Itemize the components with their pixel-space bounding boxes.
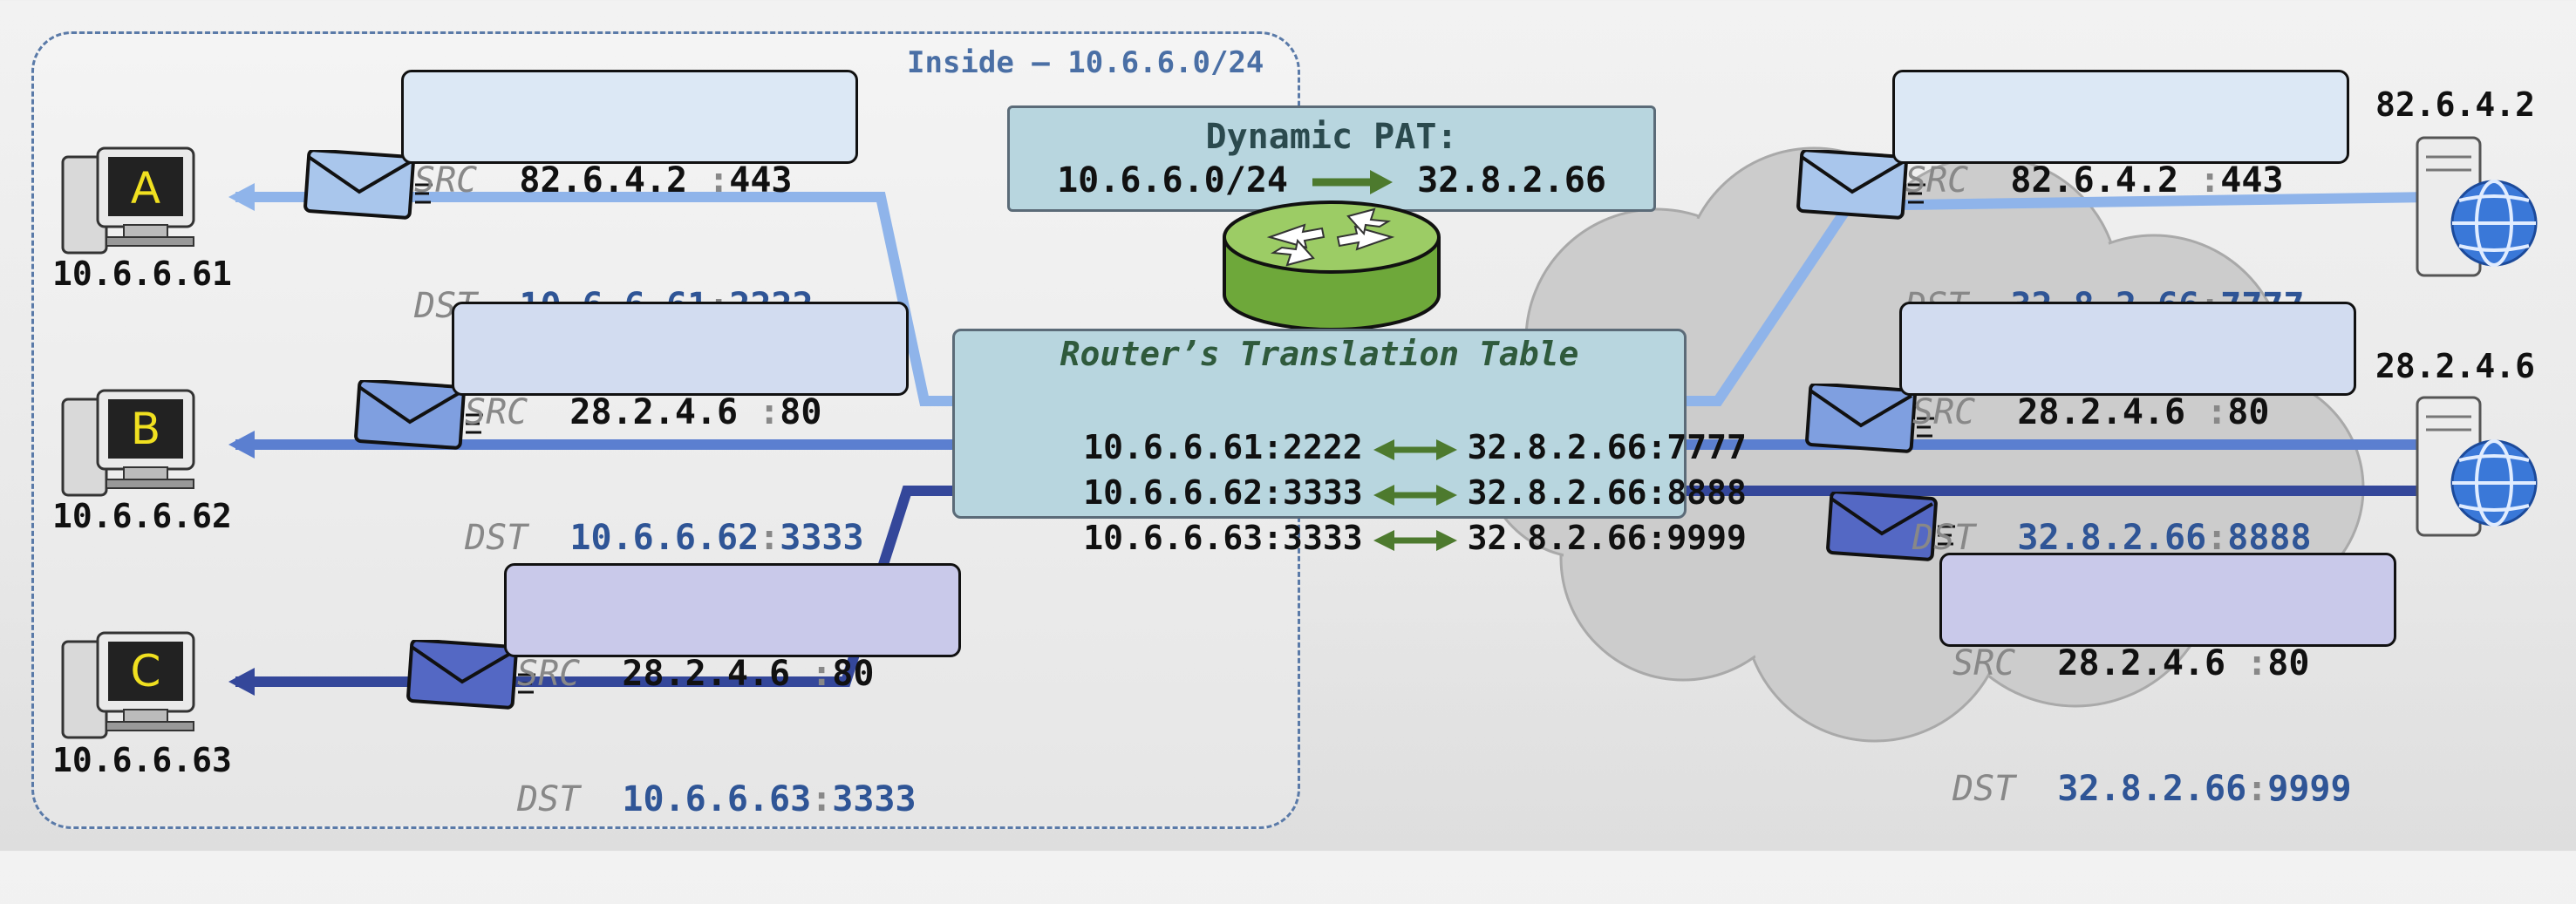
envelope-icon bbox=[354, 380, 483, 450]
nat-pat-diagram: Inside – 10.6.6.0/24 A 10.6.6.61 B 10.6.… bbox=[31, 31, 2538, 829]
envelope-icon bbox=[1826, 492, 1955, 561]
packet-header-a-inside: SRC 82.6.4.2 :443 DST 10.6.6.61:2222 bbox=[401, 70, 858, 326]
translation-outside: 32.8.2.66:9999 bbox=[1467, 519, 1747, 557]
translation-row: 10.6.6.63:3333 32.8.2.66:9999 bbox=[964, 472, 1747, 557]
inside-network-label: Inside – 10.6.6.0/24 bbox=[907, 45, 1264, 80]
flow-line-a-inside bbox=[235, 192, 954, 406]
translation-row: 10.6.6.62:3333 32.8.2.66:8888 bbox=[964, 427, 1747, 512]
arrowhead-a bbox=[228, 183, 255, 211]
web-server-icon bbox=[2416, 136, 2538, 277]
bidirectional-arrow-icon bbox=[1373, 484, 1457, 506]
host-b-letter: B bbox=[130, 404, 161, 454]
dynamic-pat-box: Dynamic PAT: 10.6.6.0/24 32.8.2.66 bbox=[1007, 105, 1656, 212]
flow-line-a-outside bbox=[1685, 192, 2434, 406]
host-b-ip: 10.6.6.62 bbox=[52, 497, 232, 535]
translation-outside: 32.8.2.66:8888 bbox=[1467, 473, 1747, 512]
translation-table: Router’s Translation Table 10.6.6.61:222… bbox=[952, 329, 1747, 557]
translation-table-title: Router’s Translation Table bbox=[1060, 335, 1579, 373]
packet-header-c-outside: SRC 28.2.4.6 :80 DST 32.8.2.66:9999 bbox=[1939, 553, 2396, 809]
packet-header-b-outside: SRC 28.2.4.6 :80 DST 32.8.2.66:8888 bbox=[1899, 302, 2356, 558]
packet-header-a-outside: SRC 82.6.4.2 :443 DST 32.8.2.66:7777 bbox=[1892, 70, 2349, 326]
envelope-icon bbox=[1805, 384, 1934, 453]
bidirectional-arrow-icon bbox=[1373, 438, 1457, 460]
server-2-ip: 28.2.4.6 bbox=[2375, 347, 2536, 385]
arrowhead-c bbox=[228, 668, 255, 696]
router-icon bbox=[1223, 201, 1441, 331]
arrowhead-b bbox=[228, 431, 255, 459]
web-server-icon bbox=[2416, 396, 2538, 537]
translation-inside: 10.6.6.61:2222 bbox=[1083, 428, 1363, 466]
envelope-icon bbox=[1796, 150, 1925, 220]
desktop-computer-icon bbox=[61, 146, 195, 255]
dynamic-pat-rule: 10.6.6.0/24 32.8.2.66 bbox=[1010, 160, 1653, 201]
pat-outside-ip: 32.8.2.66 bbox=[1417, 160, 1606, 201]
host-c-ip: 10.6.6.63 bbox=[52, 741, 232, 779]
bidirectional-arrow-icon bbox=[1373, 529, 1457, 551]
host-a-ip: 10.6.6.61 bbox=[52, 255, 232, 293]
packet-header-b-inside: SRC 28.2.4.6 :80 DST 10.6.6.62:3333 bbox=[452, 302, 909, 558]
translation-inside: 10.6.6.62:3333 bbox=[1083, 473, 1363, 512]
dynamic-pat-title: Dynamic PAT: bbox=[1205, 117, 1458, 157]
translation-inside: 10.6.6.63:3333 bbox=[1083, 519, 1363, 557]
right-arrow-icon bbox=[1312, 170, 1394, 194]
host-c-letter: C bbox=[130, 646, 161, 697]
translation-row: 10.6.6.61:2222 32.8.2.66:7777 bbox=[964, 382, 1747, 466]
envelope-icon bbox=[303, 150, 433, 220]
host-a-letter: A bbox=[130, 163, 161, 214]
desktop-computer-icon bbox=[61, 389, 195, 497]
server-1-ip: 82.6.4.2 bbox=[2375, 85, 2536, 124]
packet-header-c-inside: SRC 28.2.4.6 :80 DST 10.6.6.63:3333 bbox=[504, 563, 961, 819]
translation-outside: 32.8.2.66:7777 bbox=[1467, 428, 1747, 466]
envelope-icon bbox=[406, 640, 535, 710]
desktop-computer-icon bbox=[61, 631, 195, 739]
pat-inside-network: 10.6.6.0/24 bbox=[1057, 160, 1288, 201]
